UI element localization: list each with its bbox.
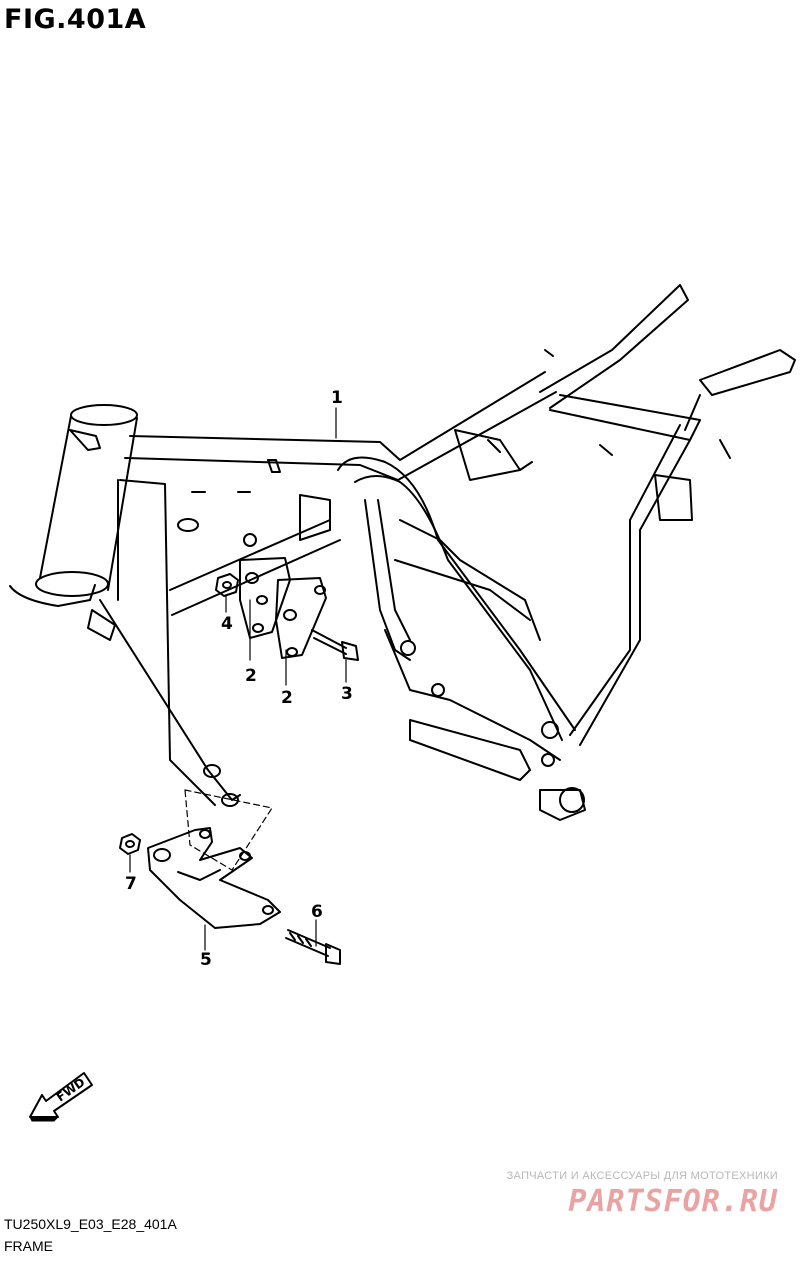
skid-bolt: [285, 929, 341, 965]
down-tube: [87, 479, 273, 871]
callout-6: 6: [311, 902, 323, 922]
top-tube: [124, 371, 557, 481]
callout-2-rear: 2: [281, 688, 293, 708]
mount-bolt: [311, 629, 359, 661]
callout-2-front: 2: [245, 666, 257, 686]
skid-nut: [119, 833, 141, 855]
rear-lower-section: [384, 349, 731, 821]
engine-mount-plate-rear: [275, 577, 327, 659]
callout-4: 4: [221, 614, 233, 634]
steering-head-tube: [9, 404, 138, 607]
leader-lines: [129, 407, 347, 951]
watermark-tagline: ЗАПЧАСТИ И АКСЕССУАРЫ ДЛЯ МОТОТЕХНИКИ: [506, 1170, 778, 1182]
figure-title: FIG.401A: [4, 4, 147, 35]
mount-nut: [215, 573, 239, 597]
rear-loop: [337, 284, 796, 746]
watermark-logo: PARTSFOR.RU: [568, 1184, 778, 1219]
callout-7: 7: [125, 874, 137, 894]
callout-5: 5: [200, 950, 212, 970]
watermark: ЗАПЧАСТИ И АКСЕССУАРЫ ДЛЯ МОТОТЕХНИКИ PA…: [458, 1170, 778, 1219]
fwd-arrow-icon: FWD: [29, 1072, 93, 1122]
callout-3: 3: [341, 684, 353, 704]
diagram-code: TU250XL9_E03_E28_401A: [4, 1216, 177, 1232]
callout-1: 1: [331, 388, 343, 408]
engine-mount-plate-front: [239, 557, 291, 639]
center-gussets: [169, 491, 341, 616]
diagram-name: FRAME: [4, 1238, 53, 1254]
skid-bracket: [147, 827, 281, 929]
